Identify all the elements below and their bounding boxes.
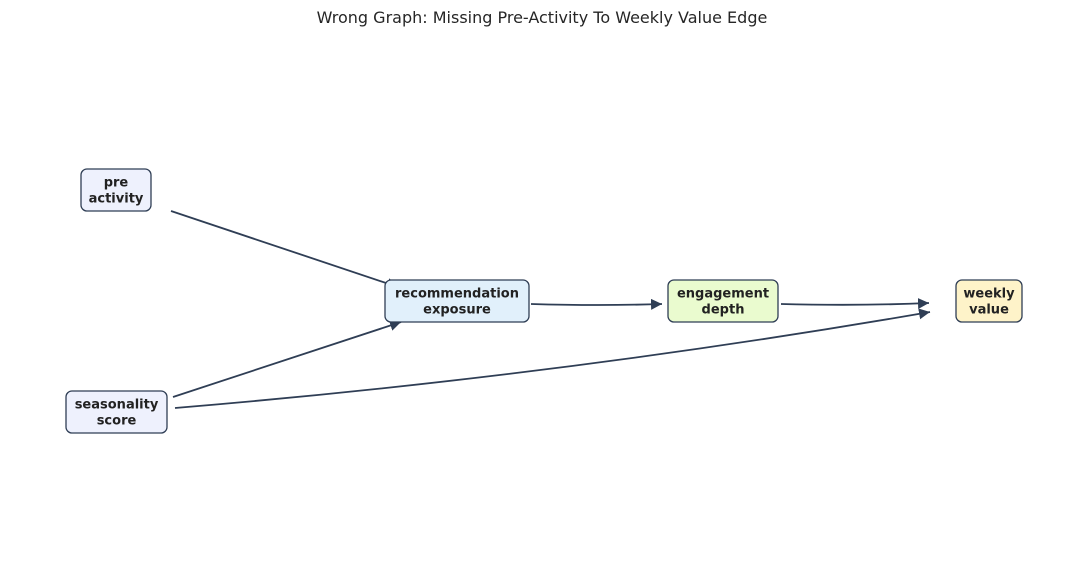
node-label-line: seasonality: [75, 398, 159, 413]
edge-seasonality-score-to-recommendation-exposure: [172, 320, 402, 398]
diagram-title: Wrong Graph: Missing Pre-Activity To Wee…: [316, 8, 768, 27]
node-label-line: score: [97, 414, 137, 429]
edge-engagement-depth-to-weekly-value: [780, 297, 930, 309]
node-box: [384, 279, 530, 323]
edge-pre-activity-to-recommendation-exposure: [170, 210, 399, 289]
node-label-line: activity: [89, 192, 144, 207]
node-box: [667, 279, 779, 323]
edges-layer: [170, 210, 931, 409]
node-label-line: weekly: [963, 287, 1015, 302]
node-box: [65, 390, 168, 434]
node-label-line: depth: [702, 303, 745, 318]
node-label-line: recommendation: [395, 287, 519, 302]
node-box: [80, 168, 152, 212]
node-label-line: engagement: [677, 287, 769, 302]
node-label-line: pre: [104, 176, 129, 191]
edge-recommendation-exposure-to-engagement-depth: [530, 298, 663, 310]
node-box: [955, 279, 1023, 323]
node-label-line: value: [969, 303, 1009, 318]
edge-seasonality-score-to-weekly-value: [174, 308, 931, 409]
node-label-line: exposure: [423, 303, 491, 318]
